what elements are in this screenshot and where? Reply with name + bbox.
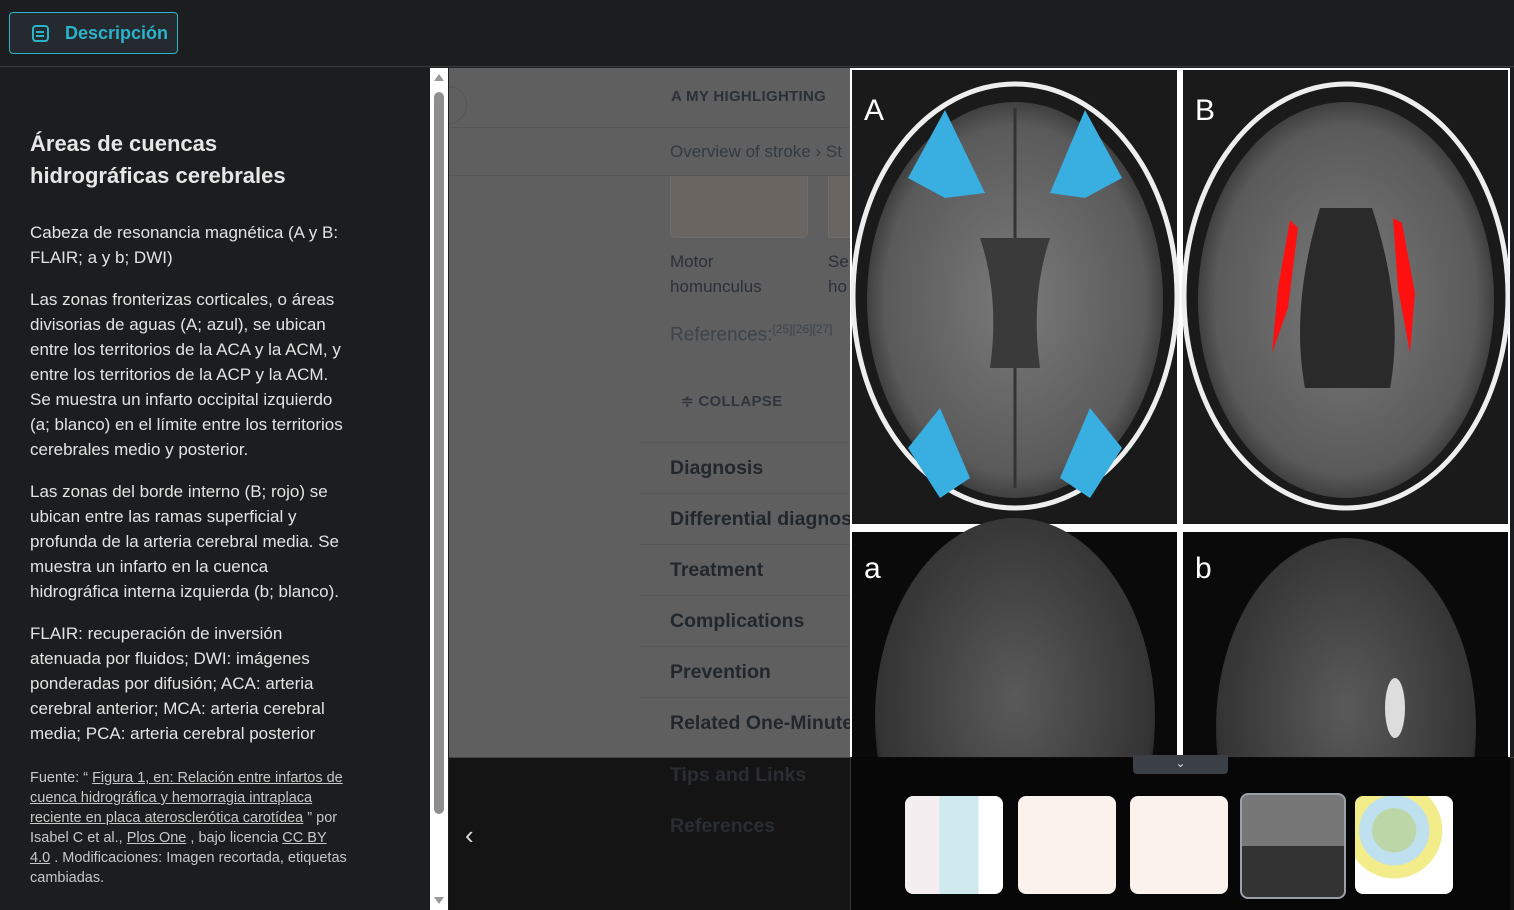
thumbnail-strip: ⌄ xyxy=(850,755,1510,910)
top-bar: Descripción xyxy=(0,0,1514,67)
section-complications: Complications xyxy=(639,595,850,646)
thumbnail-3[interactable] xyxy=(1130,796,1228,894)
scroll-thumb[interactable] xyxy=(434,92,444,814)
section-prevention: Prevention xyxy=(639,646,850,697)
thumbnail-1[interactable] xyxy=(905,796,1003,894)
figure-link[interactable]: Figura 1, en: Relación entre infartos de… xyxy=(30,770,343,826)
my-highlighting: A MY HIGHLIGHTING xyxy=(671,88,827,105)
panel-label-B: B xyxy=(1195,94,1215,127)
watershed-zone xyxy=(908,408,970,498)
internal-watershed-zone xyxy=(1393,218,1415,353)
section-tips: Tips and Links xyxy=(670,764,807,786)
watershed-zone xyxy=(1060,408,1122,498)
scroll-down-arrow-icon[interactable] xyxy=(434,897,444,904)
references-line: References:[25][26][27] xyxy=(670,322,833,346)
paragraph: FLAIR: recuperación de inversión atenuad… xyxy=(30,624,325,743)
caption: Se ho xyxy=(828,252,849,296)
watershed-zone xyxy=(908,110,985,198)
section-treatment: Treatment xyxy=(639,544,850,595)
thumbnail-2[interactable] xyxy=(1018,796,1116,894)
motor-homunculus-image xyxy=(670,176,808,238)
section-references: References xyxy=(670,815,776,837)
description-panel: Áreas de cuencas hidrográficas cerebrale… xyxy=(0,68,430,910)
panel-label-a: a xyxy=(864,552,881,585)
paragraph: Las zonas fronterizas corticales, o área… xyxy=(30,290,343,459)
collapse-thumbnails-chevron-icon[interactable]: ⌄ xyxy=(1133,755,1228,774)
panel-label-A: A xyxy=(864,94,884,127)
collapse-icon: ≑ xyxy=(681,393,699,410)
collapse-button: ≑ COLLAPSE xyxy=(681,393,783,410)
previous-image-chevron-icon[interactable]: ‹ xyxy=(465,820,474,850)
caption: Motor homunculus xyxy=(670,252,762,296)
description-icon xyxy=(32,24,49,42)
paragraph: Las zonas del borde interno (B; rojo) se… xyxy=(30,482,340,601)
watershed-zone xyxy=(1050,110,1122,198)
panel-label-b: b xyxy=(1195,552,1212,585)
section-differential: Differential diagnoses xyxy=(639,493,850,544)
section-diagnosis: Diagnosis xyxy=(639,442,850,493)
panel-scrollbar[interactable] xyxy=(430,68,448,910)
license-link[interactable]: CC BY 4.0 xyxy=(30,830,327,866)
breadcrumb: Overview of stroke › St xyxy=(670,142,842,161)
internal-watershed-zone xyxy=(1272,220,1298,353)
scroll-up-arrow-icon[interactable] xyxy=(434,74,444,81)
background-page: A MY HIGHLIGHTING Overview of stroke › S… xyxy=(449,68,850,758)
highlighter-icon: A xyxy=(671,88,687,105)
sensory-homunculus-image xyxy=(828,176,850,238)
paragraph: Cabeza de resonancia magnética (A y B: F… xyxy=(30,223,339,267)
thumbnail-4-selected[interactable] xyxy=(1240,793,1346,899)
thumbnail-5[interactable] xyxy=(1355,796,1453,894)
description-button[interactable]: Descripción xyxy=(9,12,178,54)
source-citation: Fuente: “ Figura 1, en: Relación entre i… xyxy=(30,770,347,886)
mri-figure: A B a b xyxy=(850,68,1511,910)
journal-link[interactable]: Plos One xyxy=(126,830,187,846)
panel-title: Áreas de cuencas hidrográficas cerebrale… xyxy=(30,131,286,188)
section-related: Related One-Minute xyxy=(639,697,850,748)
